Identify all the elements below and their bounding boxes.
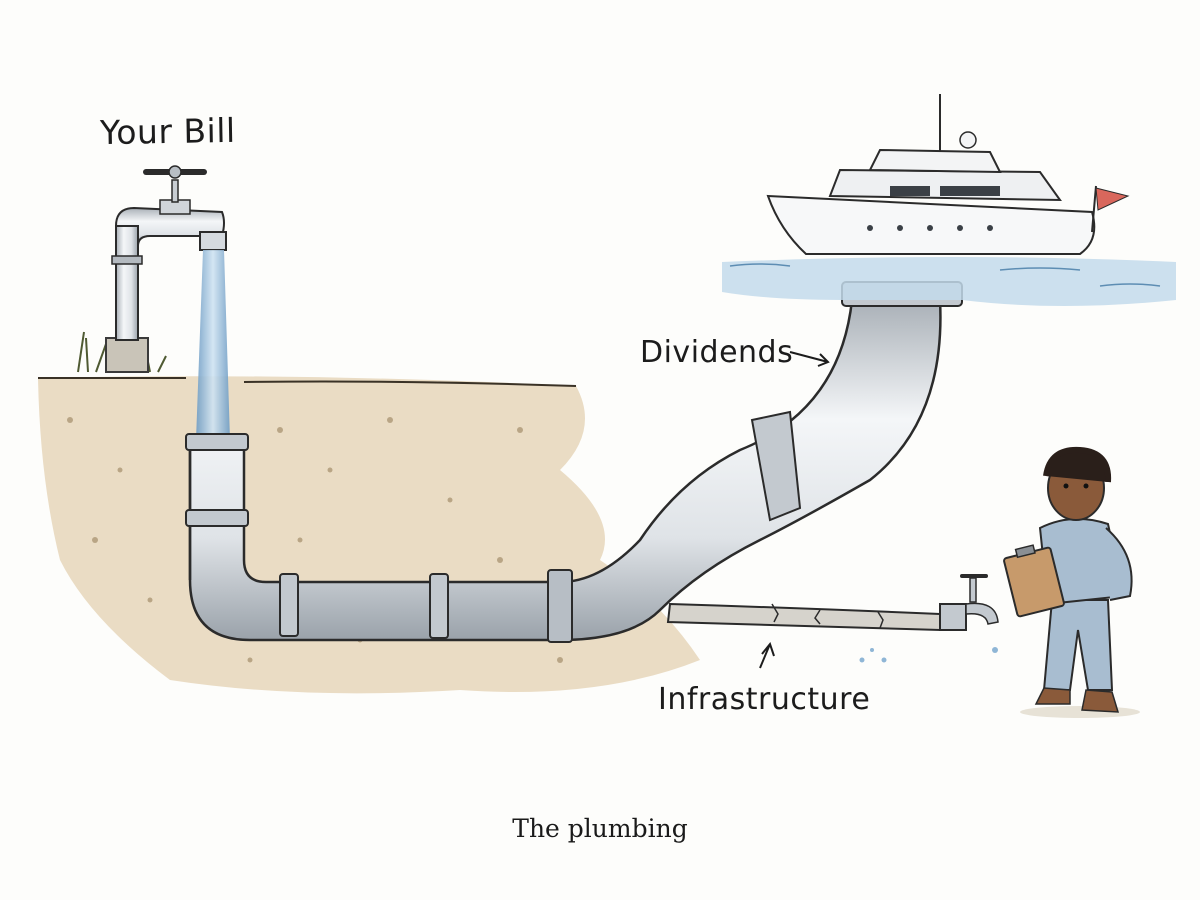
infrastructure-label: Infrastructure xyxy=(658,682,871,717)
yacht-icon xyxy=(766,94,1130,255)
infrastructure-pipe xyxy=(666,574,999,663)
clipboard-icon xyxy=(1003,544,1065,618)
dividends-label: Dividends xyxy=(640,335,794,370)
dividends-arrow xyxy=(789,351,830,367)
caption: The plumbing xyxy=(512,814,688,843)
your-bill-label: Your Bill xyxy=(99,110,236,153)
infrastructure-arrow xyxy=(759,641,775,669)
bill-faucet xyxy=(105,165,230,440)
flag-icon xyxy=(1091,185,1130,233)
worker-icon xyxy=(1003,446,1140,718)
faucet-icon xyxy=(939,574,999,631)
sea xyxy=(722,257,1176,306)
